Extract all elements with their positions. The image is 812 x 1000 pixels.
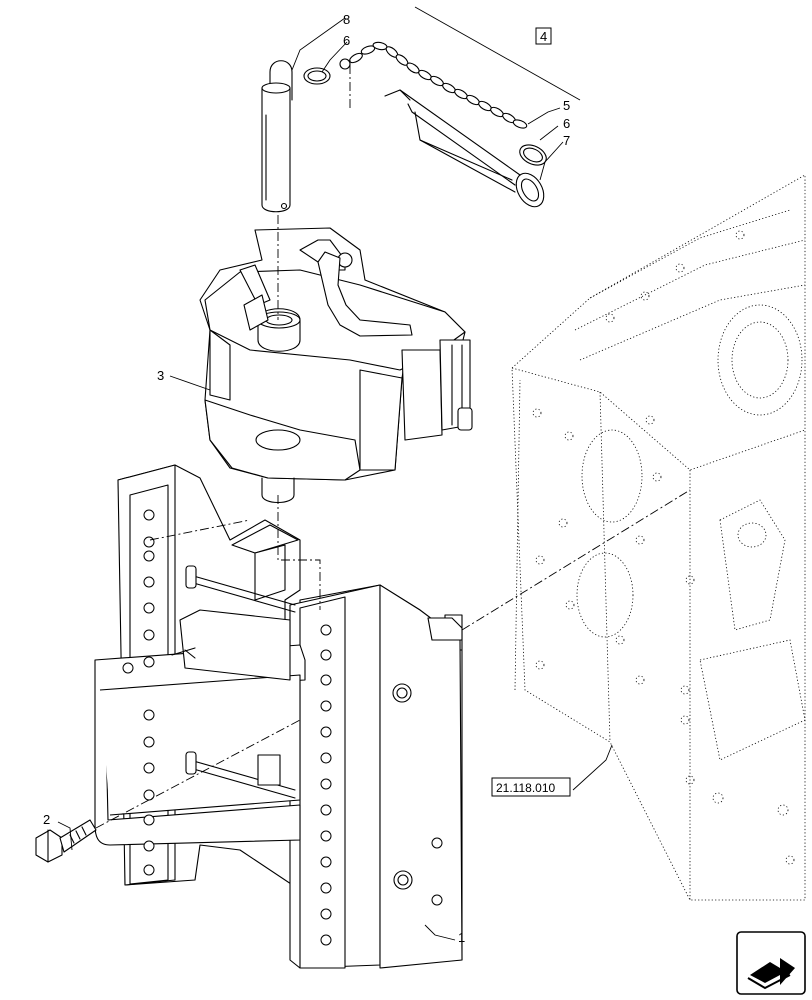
callout-4: 4 (535, 27, 552, 45)
hex-bolt (35, 819, 97, 863)
retaining-chain (339, 41, 528, 129)
callout-6-upper: 6 (343, 33, 350, 48)
callout-2: 2 (43, 812, 50, 827)
assembly-center-lines (95, 60, 691, 829)
callout-8: 8 (343, 12, 350, 27)
svg-text:21.118.010: 21.118.010 (496, 781, 555, 795)
callout-leaders (57, 6, 613, 941)
lynch-pin (384, 89, 545, 208)
tractor-rear-housing (511, 174, 806, 901)
callout-6-lower: 6 (563, 116, 570, 131)
navigation-arrow-icon[interactable] (736, 931, 806, 995)
reference-label-21-118-010[interactable]: 21.118.010 (491, 777, 571, 797)
svg-text:4: 4 (540, 29, 547, 44)
hitch-jaw (199, 227, 473, 504)
callout-7: 7 (563, 133, 570, 148)
callout-5: 5 (563, 98, 570, 113)
callout-3: 3 (157, 368, 164, 383)
callout-1: 1 (458, 930, 465, 945)
hitch-mounting-frame (94, 464, 463, 969)
housing-bolt-holes (532, 230, 795, 865)
frame-holes (122, 509, 443, 946)
hitch-pin (261, 60, 293, 213)
